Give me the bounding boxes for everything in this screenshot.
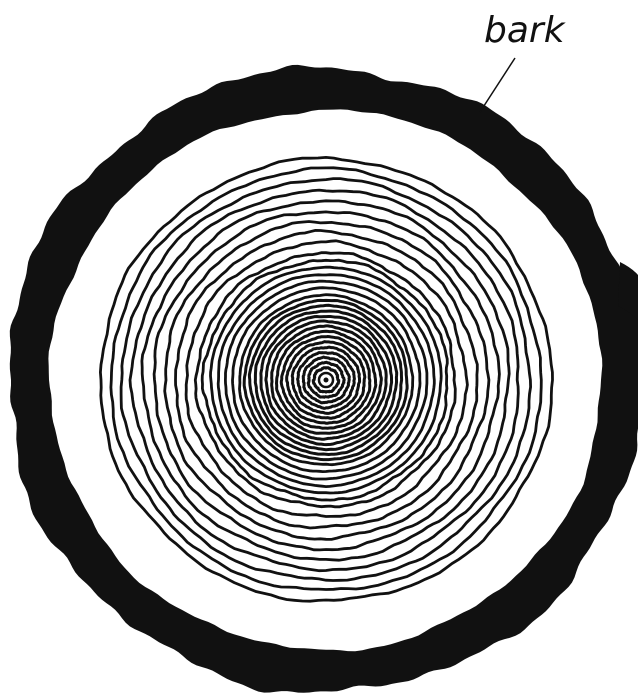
bark-leader-line: [480, 58, 515, 112]
pith: [324, 378, 329, 383]
bark-label: bark: [484, 10, 567, 51]
